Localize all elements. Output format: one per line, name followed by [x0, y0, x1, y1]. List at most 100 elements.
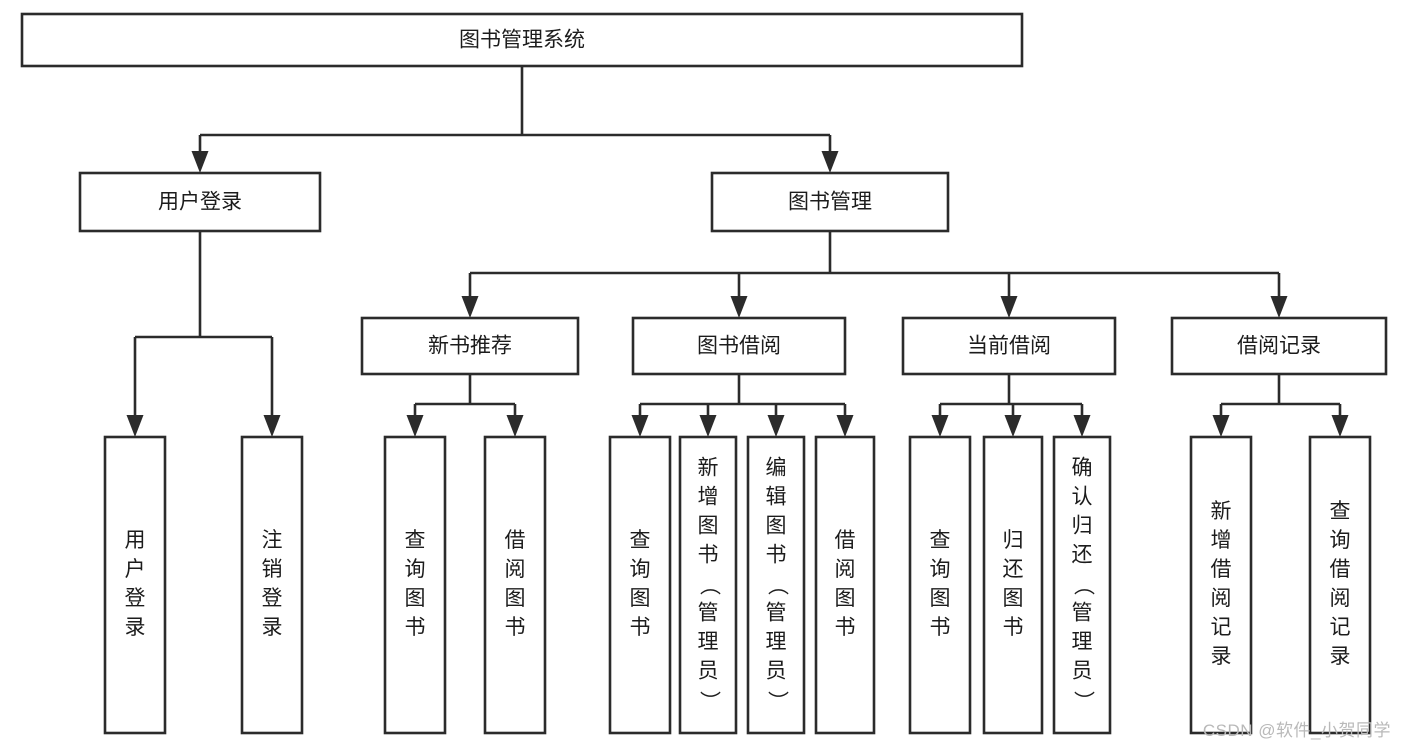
node-label-char: 借: [1211, 558, 1232, 581]
node-label-char: 查: [930, 529, 951, 552]
node-label-char: （: [765, 575, 788, 596]
node-label: 图书管理系统: [459, 29, 585, 52]
node-book-borrow[interactable]: 图书借阅: [631, 316, 847, 376]
arrow-head-icon: [1073, 415, 1091, 437]
node-box-leaf-borrow-book-1[interactable]: [483, 435, 547, 735]
node-box-current-borrow[interactable]: [901, 316, 1117, 376]
node-label-char: 图: [766, 515, 787, 538]
node-box-leaf-query-record[interactable]: [1308, 435, 1372, 735]
node-root[interactable]: 图书管理系统: [20, 12, 1024, 68]
node-label-char: 注: [262, 529, 283, 552]
node-label-char: 图: [1003, 587, 1024, 610]
node-label-char: 销: [262, 558, 283, 581]
node-label-char: 归: [1072, 515, 1093, 538]
node-label: 新书推荐: [428, 335, 512, 358]
node-label-char: ）: [1071, 691, 1094, 712]
node-label-char: 图: [505, 587, 526, 610]
node-label-char: 新: [1211, 500, 1232, 523]
node-label-char: 用: [125, 529, 146, 552]
node-label-char: 还: [1072, 544, 1093, 567]
edge-group-book-management: [461, 231, 1288, 318]
arrow-head-icon: [1270, 296, 1288, 318]
node-label-char: 查: [405, 529, 426, 552]
arrow-head-icon: [699, 415, 717, 437]
node-label-char: 书: [1003, 616, 1024, 639]
arrow-head-icon: [126, 415, 144, 437]
node-label-char: 借: [1330, 558, 1351, 581]
node-leaf-user-login[interactable]: 用户登录: [103, 435, 167, 735]
node-box-leaf-user-logout[interactable]: [240, 435, 304, 735]
node-label-char: 理: [1072, 631, 1093, 654]
node-user-login[interactable]: 用户登录: [78, 171, 322, 233]
arrow-head-icon: [461, 296, 479, 318]
node-box-leaf-add-book[interactable]: [678, 435, 738, 735]
node-label-char: 查: [630, 529, 651, 552]
node-label-char: 登: [125, 587, 146, 610]
node-box-leaf-query-book-3[interactable]: [908, 435, 972, 735]
arrow-head-icon: [931, 415, 949, 437]
node-box-book-management[interactable]: [710, 171, 950, 233]
node-new-book-recommend[interactable]: 新书推荐: [360, 316, 580, 376]
node-box-leaf-return-book[interactable]: [982, 435, 1044, 735]
node-box-leaf-user-login[interactable]: [103, 435, 167, 735]
node-label-char: 阅: [1211, 587, 1232, 610]
node-label: 借阅记录: [1237, 335, 1321, 358]
node-label-char: 户: [125, 558, 146, 581]
node-box-root[interactable]: [20, 12, 1024, 68]
node-box-book-borrow[interactable]: [631, 316, 847, 376]
edge-group-user-login: [126, 231, 281, 437]
arrow-head-icon: [1004, 415, 1022, 437]
node-label-char: 图: [698, 515, 719, 538]
node-box-leaf-query-book-2[interactable]: [608, 435, 672, 735]
node-borrow-record[interactable]: 借阅记录: [1170, 316, 1388, 376]
node-label-char: 录: [262, 616, 283, 639]
node-boxes-layer: 图书管理系统用户登录图书管理新书推荐图书借阅当前借阅借阅记录用户登录注销登录查询…: [20, 12, 1388, 735]
node-book-management[interactable]: 图书管理: [710, 171, 950, 233]
node-box-borrow-record[interactable]: [1170, 316, 1388, 376]
node-box-leaf-query-book-1[interactable]: [383, 435, 447, 735]
node-label-char: 归: [1003, 529, 1024, 552]
node-box-leaf-borrow-book-2[interactable]: [814, 435, 876, 735]
node-label: 当前借阅: [967, 335, 1051, 358]
arrow-head-icon: [406, 415, 424, 437]
node-label-char: 管: [698, 602, 719, 625]
node-label-char: 询: [405, 558, 426, 581]
node-label-char: 书: [630, 616, 651, 639]
node-label-char: 记: [1330, 616, 1351, 639]
node-label-char: ）: [765, 691, 788, 712]
connector-edges-layer: [126, 66, 1349, 437]
node-current-borrow[interactable]: 当前借阅: [901, 316, 1117, 376]
node-label-char: 录: [125, 616, 146, 639]
arrow-head-icon: [263, 415, 281, 437]
node-box-new-book-recommend[interactable]: [360, 316, 580, 376]
node-box-user-login[interactable]: [78, 171, 322, 233]
arrow-head-icon: [506, 415, 524, 437]
node-label-char: 新: [698, 457, 719, 480]
node-box-leaf-confirm-return[interactable]: [1052, 435, 1112, 735]
node-label-char: 书: [405, 616, 426, 639]
node-label-char: 确: [1072, 457, 1093, 480]
node-box-leaf-edit-book[interactable]: [746, 435, 806, 735]
node-label-char: 查: [1330, 500, 1351, 523]
node-label-char: 编: [766, 457, 787, 480]
node-label-char: 增: [698, 486, 719, 509]
node-label-char: 阅: [1330, 587, 1351, 610]
edge-group-new-book-recommend: [406, 374, 524, 437]
node-label-char: 询: [630, 558, 651, 581]
arrow-head-icon: [1331, 415, 1349, 437]
arrow-head-icon: [730, 296, 748, 318]
node-box-leaf-add-record[interactable]: [1189, 435, 1253, 735]
